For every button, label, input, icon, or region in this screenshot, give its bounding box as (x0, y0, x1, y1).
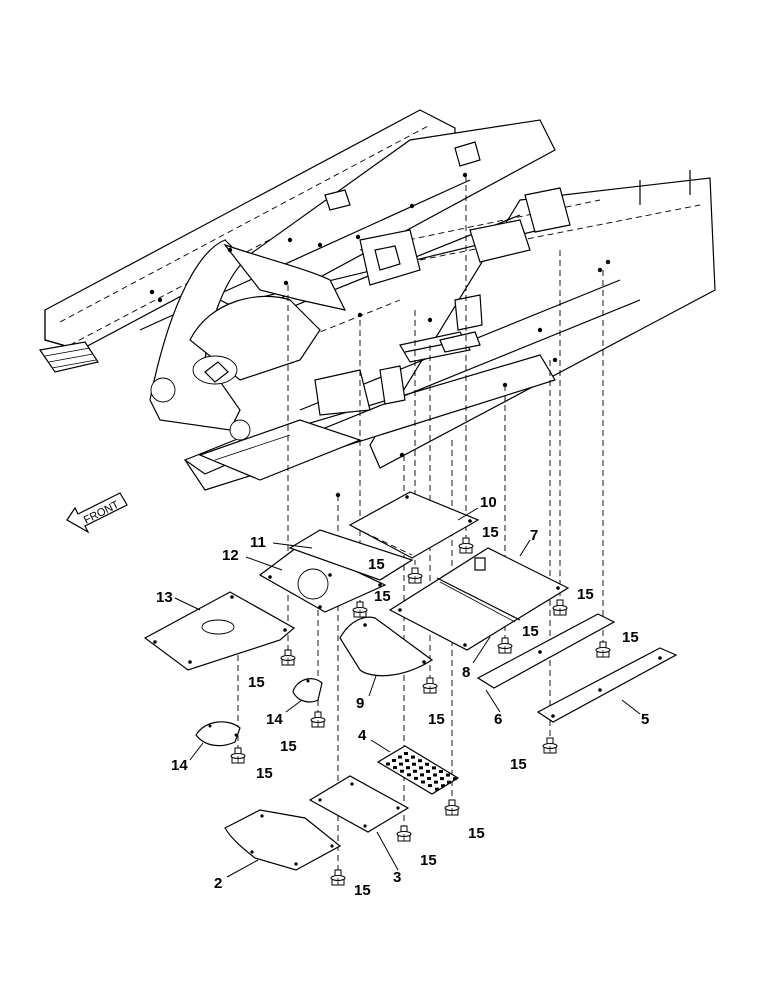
grille-hole (399, 762, 403, 766)
grille-hole (412, 762, 416, 766)
grille-hole (398, 755, 402, 759)
bolt-icon (407, 567, 423, 584)
callout-4: 4 (358, 727, 367, 744)
callout-15: 15 (622, 629, 639, 646)
grille-hole (434, 780, 438, 784)
bolt-icon (396, 825, 412, 842)
grille-hole (428, 784, 432, 788)
grille-hole (447, 780, 451, 784)
bolt-icon (458, 537, 474, 554)
panel-5 (536, 647, 678, 723)
grille-hole (406, 766, 410, 770)
grille-hole (441, 784, 445, 788)
panel-9 (339, 616, 434, 677)
callout-14-lower: 14 (171, 757, 188, 774)
bolt-icon (497, 637, 513, 654)
panel-2 (224, 809, 342, 871)
front-direction-arrow: FRONT (66, 492, 128, 534)
grille-hole (426, 769, 430, 773)
callout-15: 15 (280, 738, 297, 755)
panel-10 (348, 491, 480, 559)
grille-hole (386, 762, 390, 766)
callout-15: 15 (482, 524, 499, 541)
grille-hole (425, 762, 429, 766)
cover-14-upper (292, 678, 323, 703)
grille-hole (411, 755, 415, 759)
grille-hole (392, 759, 396, 762)
callout-15: 15 (256, 765, 273, 782)
callout-14-upper: 14 (266, 711, 283, 728)
callout-7: 7 (530, 527, 538, 544)
bolt-icon (552, 599, 568, 616)
callout-13: 13 (156, 589, 173, 606)
bolt-icon (230, 747, 246, 764)
panel-13 (143, 591, 296, 671)
bolt-icon (542, 737, 558, 754)
bolt-icon (280, 649, 296, 666)
callout-12: 12 (222, 547, 239, 564)
callout-15: 15 (420, 852, 437, 869)
callout-6: 6 (494, 711, 502, 728)
grille-hole (393, 766, 397, 770)
callout-15: 15 (374, 588, 391, 605)
grille-panel-4 (376, 745, 460, 795)
callout-5: 5 (641, 711, 649, 728)
callout-15: 15 (354, 882, 371, 899)
bolt-icon (310, 711, 326, 728)
callout-15: 15 (522, 623, 539, 640)
grille-hole (432, 766, 436, 770)
callout-15: 15 (428, 711, 445, 728)
bolt-icon (352, 601, 368, 618)
grille-hole (405, 759, 409, 763)
grille-hole (453, 777, 457, 781)
grille-hole (400, 769, 404, 773)
callout-3: 3 (393, 869, 401, 886)
grille-hole (440, 777, 444, 781)
panel-11-12 (258, 529, 414, 613)
callout-9: 9 (356, 695, 364, 712)
grille-hole (446, 773, 450, 777)
panel-3 (308, 775, 410, 833)
bolt-icon (444, 799, 460, 816)
grille-hole (427, 777, 431, 780)
callout-11: 11 (250, 534, 266, 551)
callout-2: 2 (214, 875, 222, 892)
bolt-icon (595, 641, 611, 658)
cover-14-lower (195, 721, 241, 747)
grille-hole (413, 769, 417, 773)
grille-hole (419, 766, 423, 770)
callout-15: 15 (468, 825, 485, 842)
grille-hole (420, 773, 424, 777)
callout-15: 15 (248, 674, 265, 691)
callout-15: 15 (510, 756, 527, 773)
main-frame (38, 109, 716, 498)
callout-10: 10 (480, 494, 497, 511)
panel-6 (476, 613, 616, 689)
grille-hole (435, 787, 439, 791)
leader-lines (174, 507, 641, 878)
grille-hole (421, 780, 425, 784)
grille-hole (433, 773, 437, 777)
bolt-icon (422, 677, 438, 694)
callout-8: 8 (462, 664, 470, 681)
panel-7-8 (388, 547, 570, 651)
grille-hole (404, 752, 408, 755)
grille-hole (414, 776, 418, 780)
grille-hole (418, 759, 422, 763)
grille-hole (439, 770, 443, 773)
callout-15: 15 (368, 556, 385, 573)
callout-15: 15 (577, 586, 594, 603)
bolt-icon (330, 869, 346, 886)
grille-hole (407, 773, 411, 777)
callouts: 10 11 12 7 13 8 9 6 5 14 14 4 3 2 15 15 … (156, 494, 649, 899)
bolts-15 (230, 537, 611, 886)
